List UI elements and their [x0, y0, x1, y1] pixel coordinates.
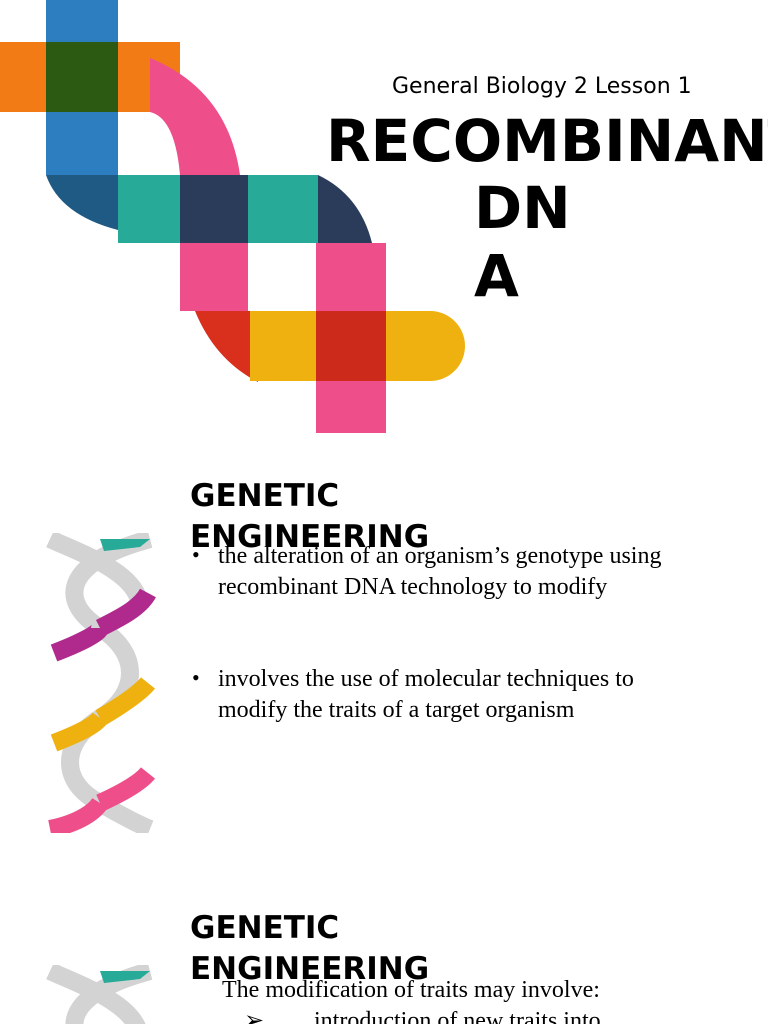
genetic-engineering-slide: GENETIC ENGINEERING • the alteration of … — [0, 448, 768, 868]
section-heading: GENETIC ENGINEERING — [190, 908, 530, 990]
genetic-engineering-slide-2: GENETIC ENGINEERING The modification of … — [0, 880, 768, 1024]
section-heading: GENETIC ENGINEERING — [190, 476, 530, 558]
bullet-item-2: • involves the use of molecular techniqu… — [192, 664, 708, 726]
title-line-3: A — [474, 241, 519, 310]
dna-strand-graphic — [46, 533, 156, 833]
bullet-text: involves the use of molecular techniques… — [218, 666, 634, 723]
lesson-subtitle: General Biology 2 Lesson 1 — [392, 74, 692, 99]
bullet-marker: • — [192, 542, 200, 567]
sub-bullet-text: introduction of new traits into — [314, 1008, 601, 1024]
heading-line-1: GENETIC — [190, 478, 340, 514]
bullet-item-1: • the alteration of an organism’s genoty… — [192, 541, 708, 603]
bullet-text: the alteration of an organism’s genotype… — [218, 543, 662, 600]
dna-strand-graphic — [46, 965, 153, 1024]
heading-line-2: ENGINEERING — [190, 518, 430, 555]
heading-line-2: ENGINEERING — [190, 950, 430, 987]
sub-bullet-marker: ➢ — [244, 1008, 265, 1024]
title-line-1: RECOMBINANT — [326, 107, 768, 175]
slide-title: RECOMBINANT DN A — [326, 107, 768, 310]
bullet-marker: • — [192, 665, 200, 690]
dna-helix-graphic — [0, 0, 465, 433]
heading-line-1: GENETIC — [190, 910, 340, 946]
title-line-2: DN — [474, 174, 571, 243]
intro-text: The modification of traits may involve: — [222, 977, 600, 1003]
title-slide: General Biology 2 Lesson 1 RECOMBINANT D… — [0, 0, 768, 440]
